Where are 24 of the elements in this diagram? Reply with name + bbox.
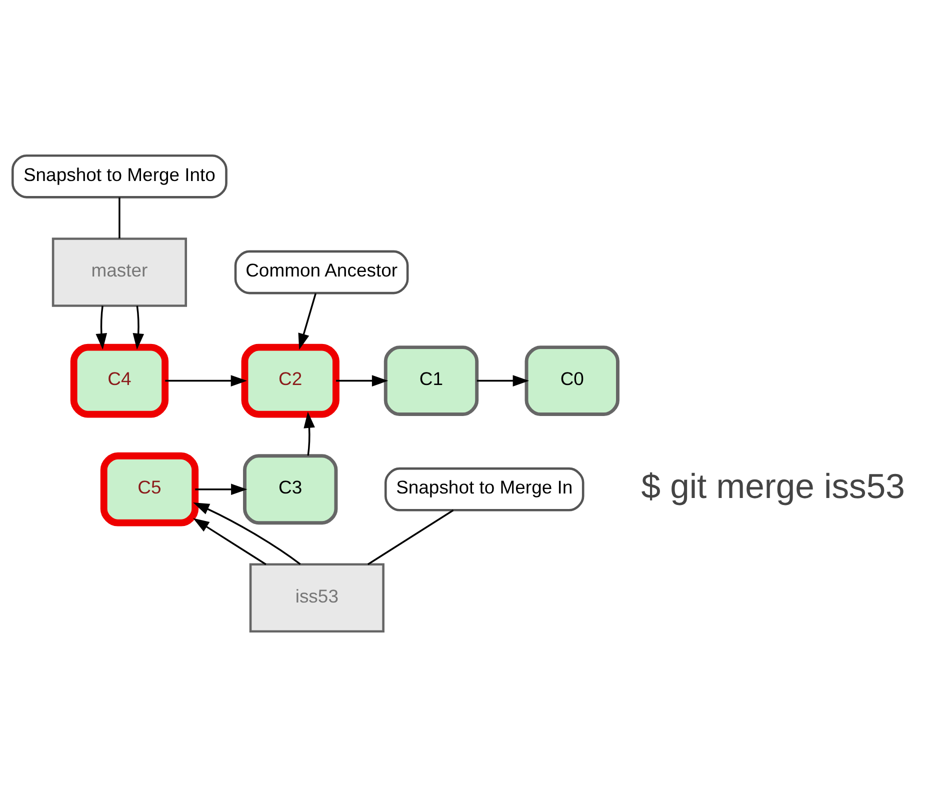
arrow bbox=[298, 292, 316, 350]
arrow bbox=[336, 374, 388, 386]
connector bbox=[118, 196, 120, 238]
node-box: C0 bbox=[524, 345, 620, 416]
node-box: Snapshot to Merge In bbox=[384, 466, 584, 511]
node-box: C3 bbox=[243, 454, 338, 524]
connector bbox=[367, 509, 454, 565]
arrow bbox=[96, 305, 108, 350]
arrow bbox=[193, 518, 266, 565]
node-box: Snapshot to Merge Into bbox=[12, 154, 228, 198]
arrow bbox=[132, 305, 144, 350]
node-box: iss53 bbox=[249, 562, 384, 632]
arrow bbox=[304, 411, 315, 456]
node-box: C4 bbox=[70, 343, 169, 418]
node-box: Common Ancestor bbox=[234, 250, 409, 294]
node-box: master bbox=[52, 237, 187, 306]
node-box: C1 bbox=[384, 345, 479, 416]
arrow bbox=[165, 374, 248, 386]
label: $ git merge iss53 bbox=[641, 468, 905, 506]
arrow bbox=[195, 483, 248, 494]
arrow bbox=[193, 502, 301, 564]
arrow bbox=[476, 374, 529, 386]
node-box: C2 bbox=[241, 343, 340, 418]
node-box: C5 bbox=[100, 452, 199, 526]
